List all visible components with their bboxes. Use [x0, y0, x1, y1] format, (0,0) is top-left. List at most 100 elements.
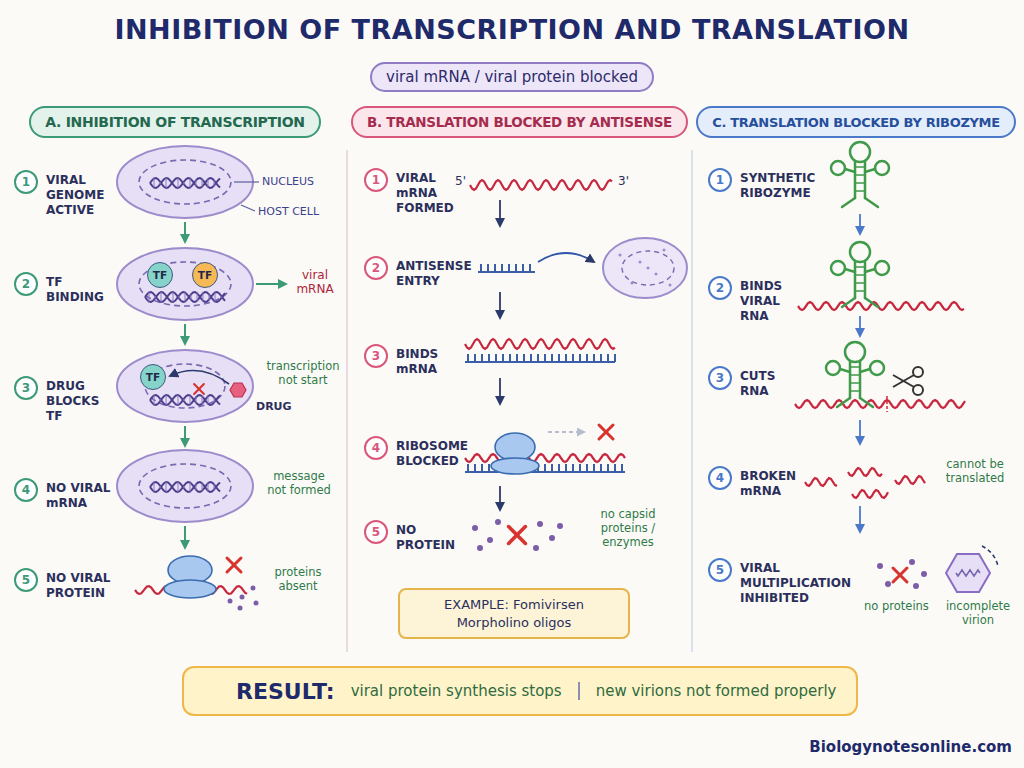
antisense-oligo	[647, 267, 650, 270]
host-cell	[214, 484, 215, 489]
node-subtext: ANTISENSE ENTRY	[396, 259, 481, 289]
illustration	[184, 222, 186, 242]
host-cell	[117, 350, 253, 422]
node-text: RESULT:	[236, 679, 335, 704]
host-cell	[154, 178, 155, 187]
ribozyme-binding	[831, 242, 889, 307]
mrna-antisense-duplex	[465, 339, 615, 349]
diagram-title: INHIBITION OF TRANSCRIPTION AND TRANSLAT…	[0, 14, 1024, 45]
illustration	[499, 486, 501, 510]
illustration	[859, 506, 861, 532]
host-cell	[166, 395, 167, 405]
protein-dots	[509, 527, 526, 544]
incomplete-virion	[956, 570, 980, 576]
broken-mrna	[805, 478, 837, 486]
ribozyme-cutting	[913, 367, 923, 377]
step-number: 1VIRAL mRNA FORMED	[364, 168, 388, 192]
protein-dots	[921, 571, 927, 577]
protein-dots	[477, 545, 483, 551]
step-number: 4BROKEN mRNA	[708, 466, 732, 490]
node-text: 5	[22, 573, 30, 587]
illustration	[184, 324, 186, 344]
node-subtext: CUTS RNA	[740, 369, 800, 399]
ribozyme-cutting	[893, 375, 914, 387]
host-cell	[208, 396, 209, 404]
illustration	[184, 426, 186, 446]
protein-dots	[893, 568, 907, 582]
ribozyme-cutting	[886, 396, 888, 412]
node-subtext: VIRAL MULTIPLICATION INHIBITED	[740, 561, 870, 606]
strand-end: 3'	[618, 174, 629, 188]
host-cell	[196, 484, 197, 489]
node-text: viral mRNA / viral protein blocked	[386, 68, 638, 86]
host-cell	[139, 160, 231, 204]
node-text: 1	[22, 175, 30, 189]
host-cell	[150, 482, 220, 492]
ribozyme-cutting	[795, 342, 965, 412]
illustration	[859, 420, 861, 444]
host-cell	[190, 482, 191, 491]
host-cell	[234, 181, 259, 182]
mrna-antisense-duplex	[465, 354, 615, 362]
host-cell	[215, 292, 216, 301]
ribosome	[228, 599, 233, 604]
host-cell	[209, 294, 210, 299]
node-text: 4	[22, 483, 30, 497]
protein-dots	[885, 581, 891, 587]
ribosome	[227, 558, 241, 572]
section-header: B. TRANSLATION BLOCKED BY ANTISENSE	[351, 106, 688, 138]
node-text: 1	[716, 173, 724, 187]
host-cell	[117, 350, 253, 422]
host-cell	[241, 205, 255, 211]
node-text: 3	[22, 381, 30, 395]
ribosome	[254, 601, 259, 606]
note: no proteins	[864, 600, 929, 614]
transcription-factor: TF	[192, 262, 218, 288]
subtitle-pill: viral mRNA / viral protein blocked	[370, 62, 654, 92]
step-number: 5NO VIRAL PROTEIN	[14, 568, 38, 592]
note: no capsid proteins / enzymes	[580, 508, 676, 549]
antisense-oligo	[639, 261, 642, 264]
host-cell	[197, 293, 198, 301]
ribosome	[251, 586, 256, 591]
host-cell	[161, 292, 162, 302]
step-number: 5NO PROTEIN	[364, 520, 388, 544]
transcription-factor: TF	[147, 262, 173, 288]
node-subtext: NO VIRAL mRNA	[46, 481, 126, 511]
node-text: 2	[372, 261, 380, 275]
host-cell	[202, 179, 203, 187]
protein-dots	[913, 583, 919, 589]
host-cell	[190, 178, 191, 187]
node-subtext: NO VIRAL PROTEIN	[46, 571, 126, 601]
host-cell	[179, 296, 180, 299]
part-label: HOST CELL	[258, 205, 319, 218]
node-subtext: BINDS mRNA	[396, 347, 456, 377]
column-divider	[346, 150, 348, 652]
node-text: 1	[372, 173, 380, 187]
protein-dots	[537, 521, 543, 527]
host-cell	[214, 180, 215, 185]
node-text: C. TRANSLATION BLOCKED BY RIBOZYME	[712, 115, 1000, 130]
step-number: 4NO VIRAL mRNA	[14, 478, 38, 502]
ribozyme-cutting	[913, 385, 923, 395]
host-cell	[150, 178, 220, 188]
protein-dots	[549, 535, 555, 541]
antisense-oligo	[669, 284, 672, 287]
host-cell	[202, 483, 203, 491]
host-cell	[117, 248, 253, 320]
blocked-ribosome	[465, 464, 625, 472]
node-text: 4	[372, 441, 380, 455]
node-subtext: new virions not formed properly	[578, 682, 837, 700]
protein-dots	[909, 559, 915, 565]
host-cell	[117, 450, 253, 522]
node-text: EXAMPLE: Fomivirsen	[444, 596, 584, 614]
protein-dots	[877, 563, 883, 569]
host-cell	[166, 178, 167, 188]
host-cell	[190, 395, 191, 404]
drug-hexagon	[230, 383, 246, 397]
node-subtext: Morpholino oligos	[457, 614, 572, 632]
transcription-factor: TF	[140, 364, 166, 390]
node-text: 5	[372, 525, 380, 539]
host-cell	[150, 178, 220, 188]
host-cell	[150, 395, 220, 405]
